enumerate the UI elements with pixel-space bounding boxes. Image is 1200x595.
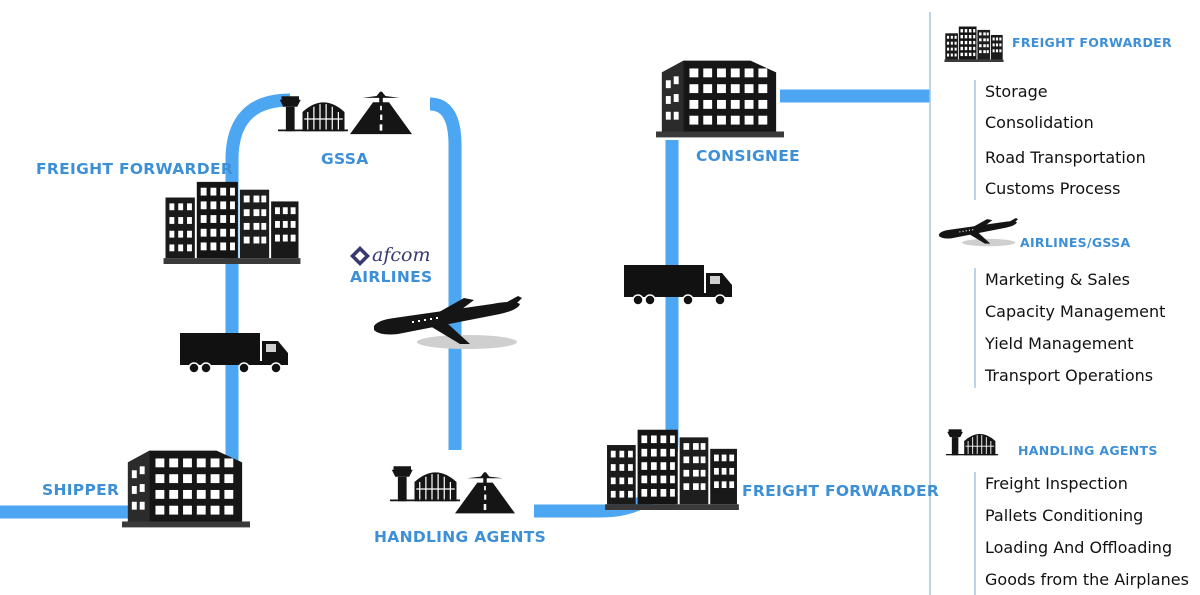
panel-item: Pallets Conditioning bbox=[985, 506, 1144, 525]
panel-item: Road Transportation bbox=[985, 148, 1146, 167]
panel-item: Consolidation bbox=[985, 113, 1094, 132]
panel-item: Loading And Offloading bbox=[985, 538, 1173, 557]
node-label-freight-forwarder-left: FREIGHT FORWARDER bbox=[36, 160, 234, 178]
afcom-logo-icon bbox=[350, 246, 370, 266]
panel-item: Customs Process bbox=[985, 179, 1121, 198]
consignee-building-icon bbox=[656, 60, 784, 138]
panel-item: Capacity Management bbox=[985, 302, 1166, 321]
panel-item: Storage bbox=[985, 82, 1048, 101]
freight-forwarder-towers-icon bbox=[605, 429, 739, 510]
airplane-icon bbox=[374, 296, 522, 349]
panel-title-handling-agents: HANDLING AGENTS bbox=[1018, 443, 1158, 458]
panel-item: Marketing & Sales bbox=[985, 270, 1130, 289]
airlines-logo-text: afcom bbox=[372, 244, 431, 266]
panel-handling-agents-icon bbox=[946, 428, 998, 456]
node-label-shipper: SHIPPER bbox=[42, 481, 120, 499]
panel-title-freight-forwarder: FREIGHT FORWARDER bbox=[1012, 35, 1172, 50]
node-label-consignee: CONSIGNEE bbox=[696, 147, 801, 165]
panel-freight-forwarder-icon bbox=[944, 26, 1004, 62]
control-tower-icon bbox=[390, 465, 460, 502]
panel-item: Freight Inspection bbox=[985, 474, 1128, 493]
node-label-airlines: AIRLINES bbox=[350, 268, 433, 286]
panel-title-airlines-gssa: AIRLINES/GSSA bbox=[1020, 235, 1131, 250]
node-label-freight-forwarder-right: FREIGHT FORWARDER bbox=[742, 482, 940, 500]
panel-airlines-icon bbox=[939, 218, 1018, 247]
node-label-handling-agents: HANDLING AGENTS bbox=[374, 528, 547, 546]
panel-item: Yield Management bbox=[985, 334, 1134, 353]
freight-forwarder-towers-icon bbox=[163, 181, 301, 264]
control-tower-icon bbox=[278, 95, 348, 132]
runway-icon bbox=[455, 472, 515, 514]
runway-icon bbox=[350, 91, 412, 135]
node-label-gssa: GSSA bbox=[321, 150, 369, 168]
panel-item: Goods from the Airplanes bbox=[985, 570, 1189, 589]
panel-item: Transport Operations bbox=[985, 366, 1154, 385]
shipper-building-icon bbox=[122, 450, 250, 528]
